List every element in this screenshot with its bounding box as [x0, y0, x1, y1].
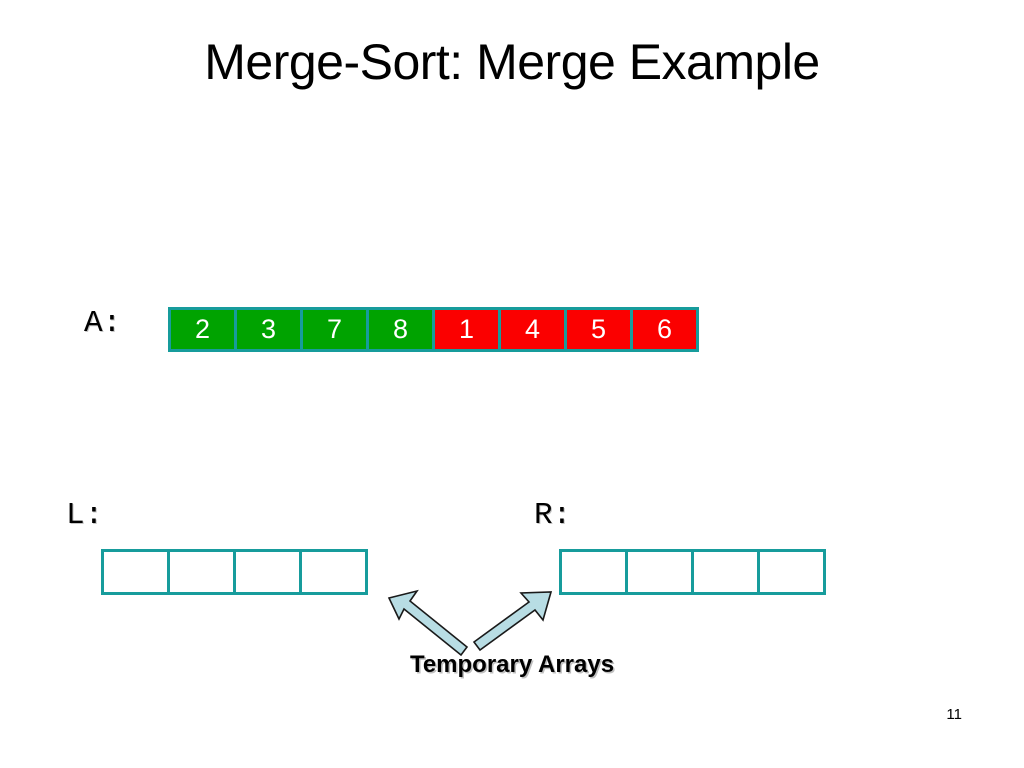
array-l-cell-3: [299, 549, 368, 595]
arrow-group: [387, 589, 553, 657]
page-number: 11: [946, 706, 962, 723]
array-r-label: R:: [534, 498, 572, 533]
array-l-label: L:: [66, 498, 104, 533]
array-r-cell-3: [757, 549, 826, 595]
array-a-cell-7: 6: [630, 307, 699, 352]
arrow-to-right-array: [472, 591, 553, 652]
page-title: Merge-Sort: Merge Example: [204, 34, 820, 90]
array-a-cell-5: 4: [498, 307, 567, 352]
array-r: [559, 549, 826, 595]
array-r-cell-0: [559, 549, 628, 595]
array-l-cell-1: [167, 549, 236, 595]
array-a-cell-6: 5: [564, 307, 633, 352]
array-a-label: A:: [84, 306, 122, 341]
array-a-cell-0: 2: [168, 307, 237, 352]
arrow-to-left-array: [387, 589, 469, 657]
array-l: [101, 549, 368, 595]
temporary-arrays-caption: Temporary Arrays: [409, 651, 615, 678]
array-a-cell-3: 8: [366, 307, 435, 352]
array-a-cell-2: 7: [300, 307, 369, 352]
array-a-cell-1: 3: [234, 307, 303, 352]
array-l-cell-2: [233, 549, 302, 595]
array-a-cell-4: 1: [432, 307, 501, 352]
array-l-cell-0: [101, 549, 170, 595]
array-r-cell-2: [691, 549, 760, 595]
array-r-cell-1: [625, 549, 694, 595]
